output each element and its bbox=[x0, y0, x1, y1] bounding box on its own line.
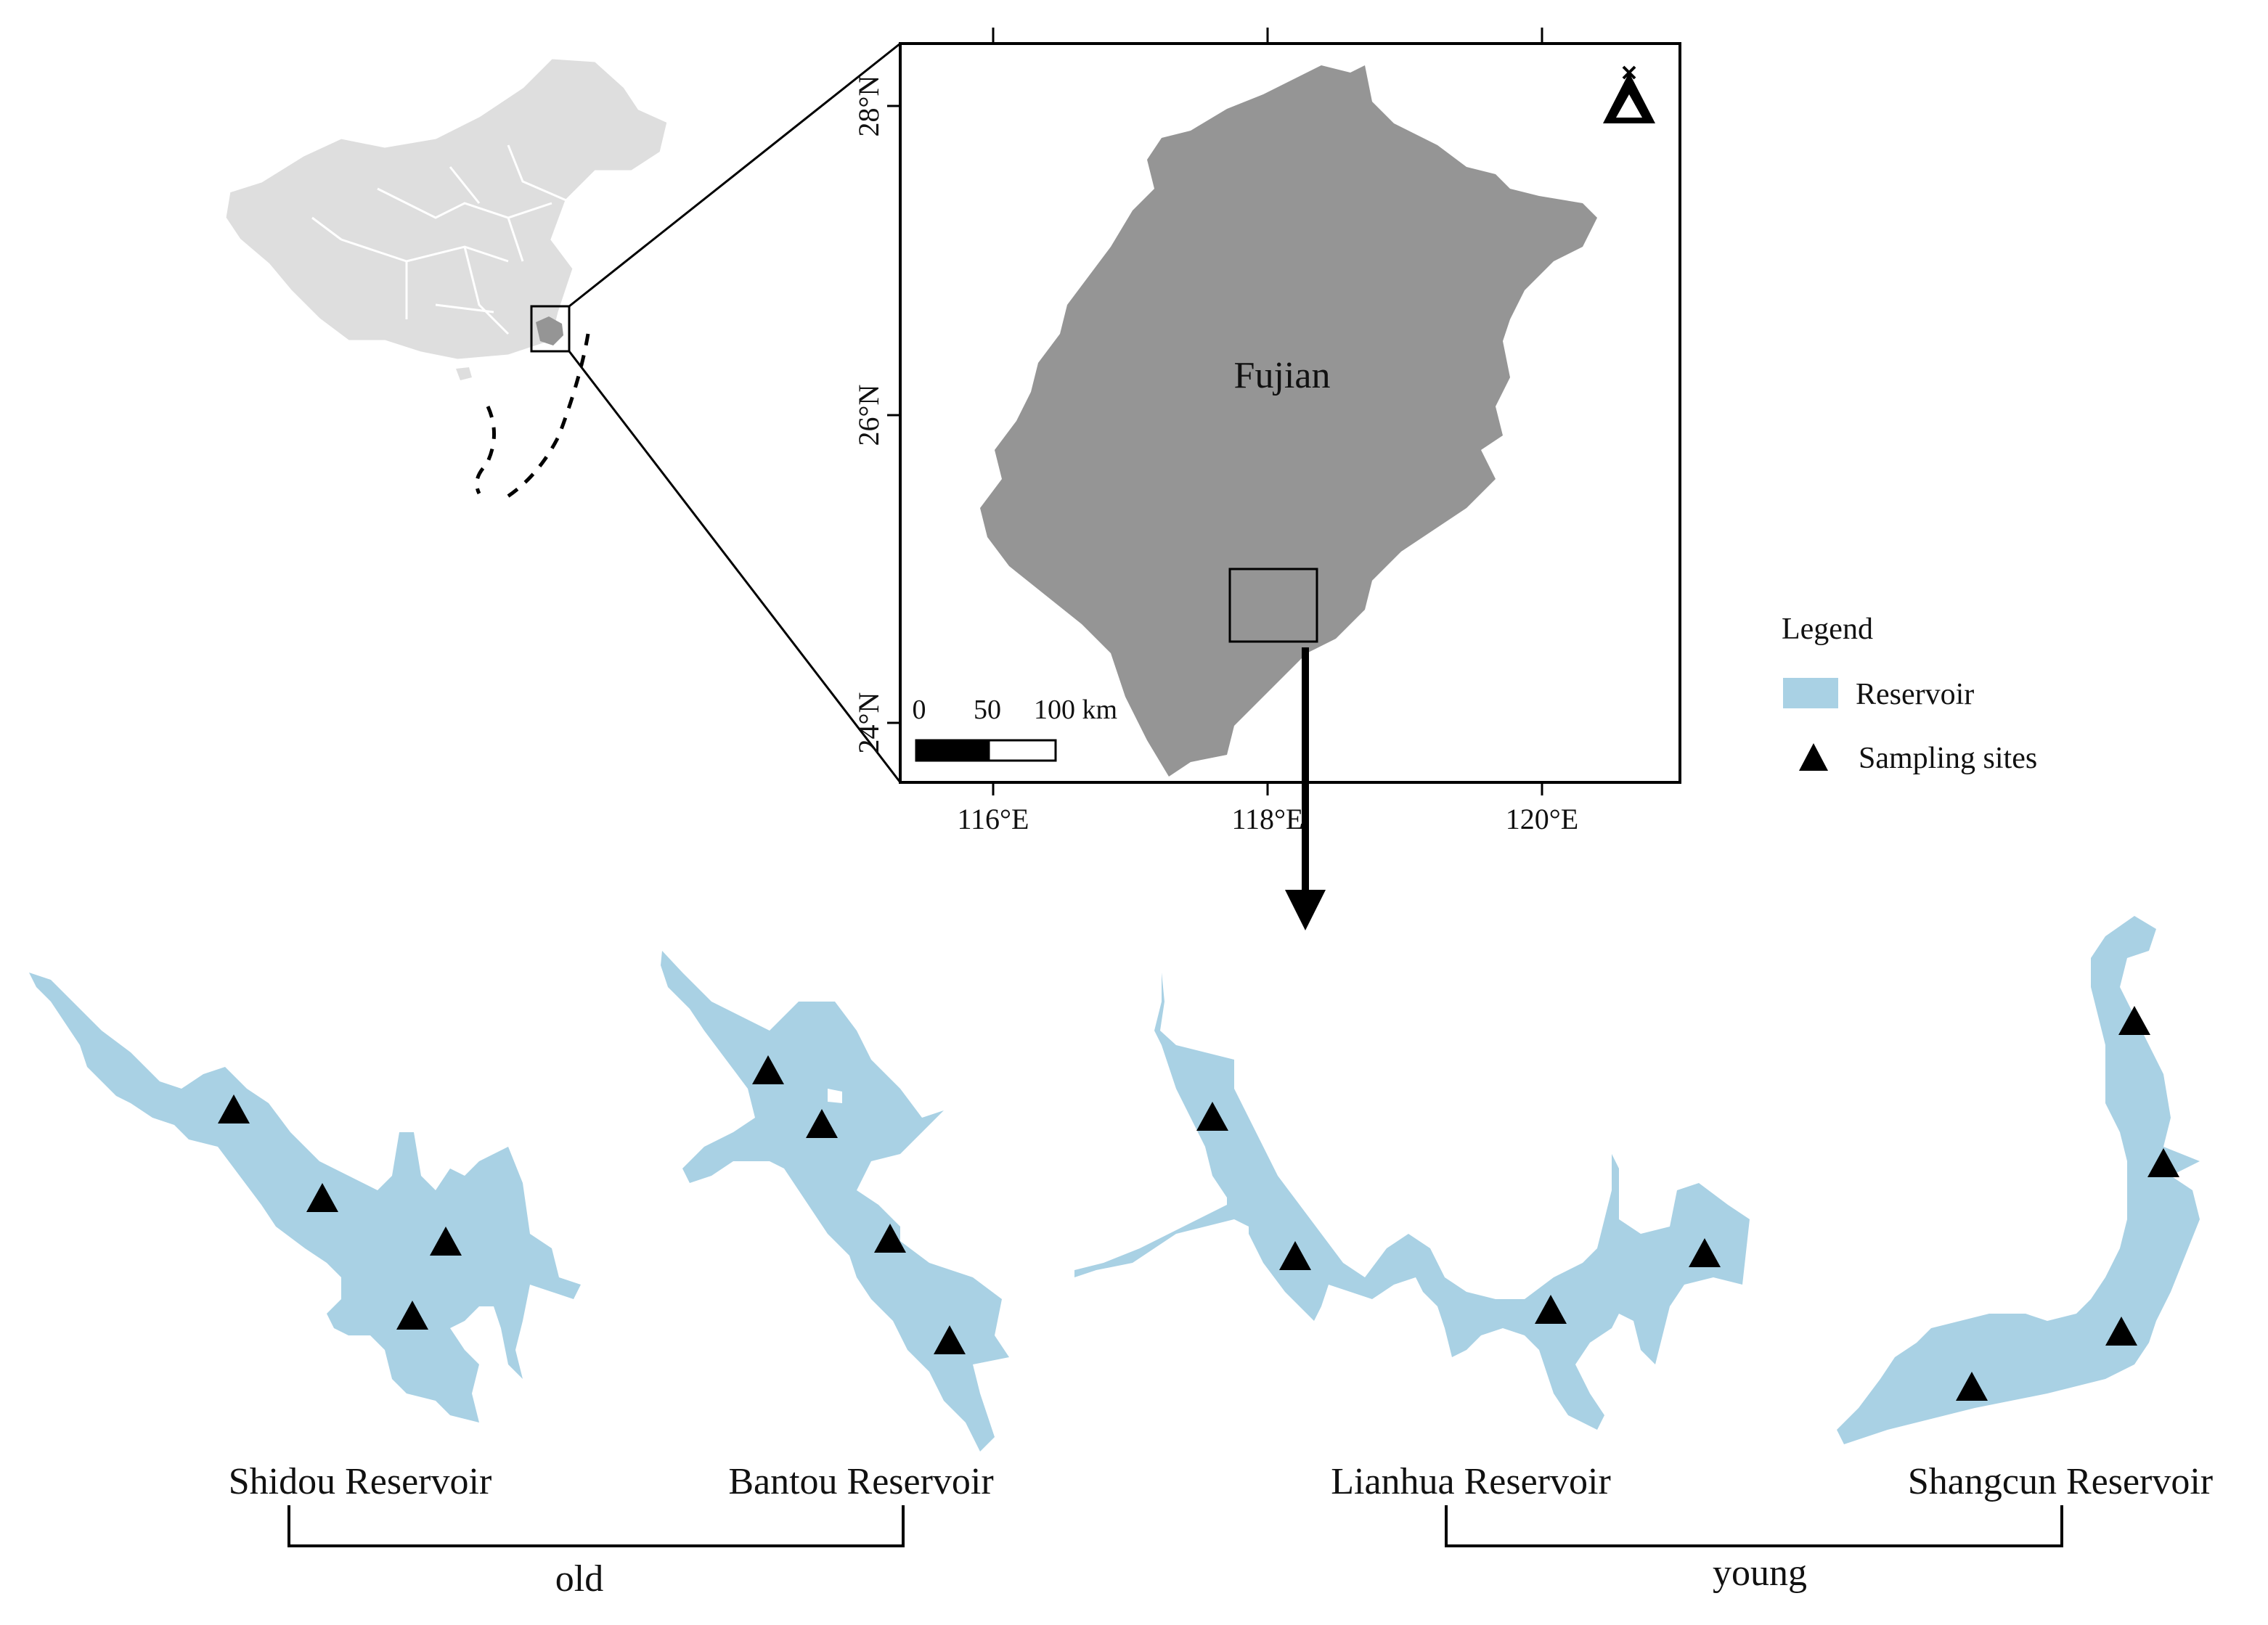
sampling-site-triangle bbox=[934, 1325, 966, 1354]
legend: Legend Reservoir Sampling sites bbox=[1782, 613, 2037, 775]
scale-label-50: 50 bbox=[974, 695, 1001, 725]
sampling-site-triangle bbox=[218, 1094, 250, 1123]
lon-tick-120: 120°E bbox=[1506, 803, 1578, 835]
study-area-box bbox=[1228, 568, 1318, 643]
sampling-site-triangle bbox=[2105, 1317, 2137, 1346]
bantou-sampling-sites bbox=[752, 1055, 966, 1354]
lon-tick-116: 116°E bbox=[958, 803, 1029, 835]
lon-tick-118: 118°E bbox=[1232, 803, 1304, 835]
longitude-axis: 116°E 118°E 120°E bbox=[958, 28, 1578, 835]
lat-tick-24: 24°N bbox=[852, 692, 885, 754]
south-china-sea-boundary bbox=[475, 333, 590, 503]
reservoir-swatch bbox=[1783, 678, 1838, 708]
shidou-reservoir-shape bbox=[29, 973, 581, 1423]
reservoir-label-bantou: Bantou Reservoir bbox=[728, 1461, 993, 1502]
sampling-site-triangle bbox=[306, 1183, 338, 1212]
bantou-reservoir-shape bbox=[661, 951, 1009, 1452]
lat-tick-26: 26°N bbox=[852, 385, 885, 446]
bracket-young: young bbox=[1445, 1505, 2063, 1594]
lianhua-sampling-sites bbox=[1196, 1102, 1721, 1324]
shidou-sampling-sites bbox=[218, 1094, 462, 1330]
legend-item-sampling-sites: Sampling sites bbox=[1859, 742, 2037, 775]
fujian-map: Fujian 0 50 100 km 28°N 26°N 24°N bbox=[852, 28, 1681, 835]
sampling-site-triangle bbox=[2147, 1148, 2179, 1177]
zoom-arrow bbox=[1285, 647, 1326, 930]
sampling-site-triangle bbox=[1279, 1241, 1311, 1270]
scale-label-0: 0 bbox=[913, 695, 926, 725]
sampling-site-triangle bbox=[430, 1227, 462, 1256]
sampling-site-triangle bbox=[1196, 1102, 1228, 1131]
group-label-young: young bbox=[1713, 1552, 1807, 1594]
lianhua-reservoir-shape bbox=[1074, 973, 1750, 1430]
sampling-site-triangle bbox=[2118, 1006, 2150, 1035]
scale-bar-black bbox=[915, 739, 990, 762]
fujian-province bbox=[980, 65, 1597, 777]
bracket-old: old bbox=[287, 1505, 905, 1600]
sampling-site-triangle bbox=[1535, 1295, 1567, 1324]
china-province-lines bbox=[311, 144, 567, 335]
legend-title: Legend bbox=[1782, 613, 1873, 646]
north-arrow-icon bbox=[1603, 65, 1655, 123]
latitude-axis: 28°N 26°N 24°N bbox=[852, 75, 900, 754]
sampling-site-triangle bbox=[1689, 1238, 1721, 1267]
sampling-site-triangle bbox=[396, 1301, 428, 1330]
china-outline bbox=[224, 57, 669, 361]
triangle-icon bbox=[1799, 743, 1828, 771]
reservoir-label-shangcun: Shangcun Reservoir bbox=[1908, 1461, 2213, 1502]
province-label: Fujian bbox=[1234, 355, 1331, 396]
legend-item-reservoir: Reservoir bbox=[1856, 678, 1974, 711]
scale-bar-white bbox=[987, 739, 1057, 762]
sampling-site-triangle bbox=[874, 1224, 906, 1253]
reservoir-label-shidou: Shidou Reservoir bbox=[229, 1461, 492, 1502]
shangcun-sampling-sites bbox=[1956, 1006, 2179, 1401]
sampling-site-triangle bbox=[752, 1055, 784, 1084]
shangcun-reservoir-shape bbox=[1837, 916, 2200, 1444]
sampling-site-triangle bbox=[1956, 1372, 1988, 1401]
scale-label-100: 100 km bbox=[1034, 695, 1117, 725]
connector-line-top bbox=[568, 42, 901, 308]
lat-tick-28: 28°N bbox=[852, 75, 885, 137]
scale-bar: 0 50 100 km bbox=[913, 695, 1117, 762]
china-overview-map bbox=[224, 57, 669, 503]
group-label-old: old bbox=[555, 1558, 603, 1600]
sampling-site-triangle bbox=[806, 1109, 838, 1138]
hainan-island bbox=[456, 367, 472, 380]
reservoir-label-lianhua: Lianhua Reservoir bbox=[1331, 1461, 1611, 1502]
connector-line-bottom bbox=[568, 351, 902, 783]
fujian-mini bbox=[536, 316, 563, 345]
fujian-locator-box bbox=[530, 305, 571, 353]
